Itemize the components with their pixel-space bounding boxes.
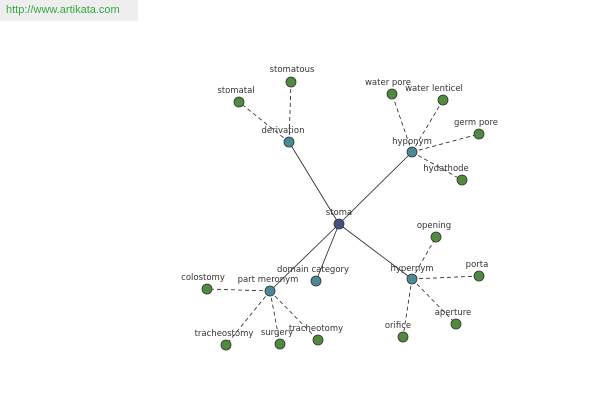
- graph-labels: stoma derivation stomatous stomatal hyponym w…: [181, 65, 498, 339]
- source-url-banner[interactable]: http://www.artikata.com: [0, 0, 138, 21]
- edge-part-meronym-surgery: [269, 290, 281, 345]
- edge-part-meronym-tracheostomy: [225, 290, 271, 346]
- node-tracheostomy[interactable]: [220, 339, 232, 351]
- edge-hyponym-germ-pore: [411, 133, 480, 153]
- label-stomatous: stomatous: [270, 65, 315, 75]
- node-water-lenticel[interactable]: [437, 94, 449, 106]
- edge-part-meronym-tracheotomy: [269, 290, 319, 341]
- node-stomatal[interactable]: [233, 96, 245, 108]
- edge-stoma-derivation: [288, 141, 340, 225]
- node-surgery[interactable]: [274, 338, 286, 350]
- node-tracheotomy[interactable]: [312, 334, 324, 346]
- node-orifice[interactable]: [397, 331, 409, 343]
- edge-stoma-part-meronym: [269, 223, 340, 292]
- label-surgery: surgery: [261, 328, 293, 338]
- node-opening[interactable]: [430, 231, 442, 243]
- label-colostomy: colostomy: [181, 273, 225, 283]
- label-hydathode: hydathode: [423, 164, 469, 174]
- label-water-lenticel: water lenticel: [405, 84, 463, 94]
- label-aperture: aperture: [435, 308, 472, 318]
- edge-derivation-stomatous: [288, 81, 292, 143]
- label-opening: opening: [417, 221, 451, 231]
- edge-stoma-hypernym: [338, 223, 413, 280]
- label-hypernym: hypernym: [390, 264, 433, 274]
- node-hypernym[interactable]: [406, 273, 418, 285]
- label-derivation: derivation: [261, 126, 304, 136]
- edge-stoma-hyponym: [338, 151, 413, 225]
- label-tracheotomy: tracheotomy: [289, 324, 343, 334]
- node-hydathode[interactable]: [456, 174, 468, 186]
- graph-edges: [206, 81, 480, 346]
- edge-hypernym-orifice: [402, 278, 413, 338]
- label-tracheostomy: tracheostomy: [195, 329, 254, 339]
- label-hyponym: hyponym: [392, 137, 432, 147]
- node-colostomy[interactable]: [201, 283, 213, 295]
- label-stoma: stoma: [326, 208, 352, 218]
- edge-derivation-stomatal: [238, 101, 290, 143]
- label-orifice: orifice: [385, 321, 411, 331]
- label-stomatal: stomatal: [217, 86, 254, 96]
- node-aperture[interactable]: [450, 318, 462, 330]
- node-hyponym[interactable]: [406, 146, 418, 158]
- node-water-pore[interactable]: [386, 88, 398, 100]
- edge-stoma-domain-category: [315, 223, 340, 282]
- edge-part-meronym-colostomy: [206, 288, 271, 292]
- node-part-meronym[interactable]: [264, 285, 276, 297]
- label-germ-pore: germ pore: [454, 118, 498, 128]
- edge-hypernym-opening: [411, 236, 437, 280]
- graph-nodes: [201, 76, 485, 351]
- node-stomatous[interactable]: [285, 76, 297, 88]
- label-water-pore: water pore: [365, 78, 411, 88]
- node-domain-category[interactable]: [310, 275, 322, 287]
- label-porta: porta: [466, 260, 489, 270]
- edge-hypernym-porta: [411, 275, 480, 280]
- label-part-meronym: part meronym: [238, 275, 299, 285]
- node-porta[interactable]: [473, 270, 485, 282]
- node-derivation[interactable]: [283, 136, 295, 148]
- edge-hypernym-aperture: [411, 278, 457, 325]
- edge-hyponym-water-lenticel: [411, 99, 444, 153]
- node-stoma[interactable]: [333, 218, 345, 230]
- label-domain-category: domain category: [277, 265, 349, 275]
- node-germ-pore[interactable]: [473, 128, 485, 140]
- edge-hyponym-water-pore: [391, 93, 413, 153]
- edge-hyponym-hydathode: [411, 151, 463, 181]
